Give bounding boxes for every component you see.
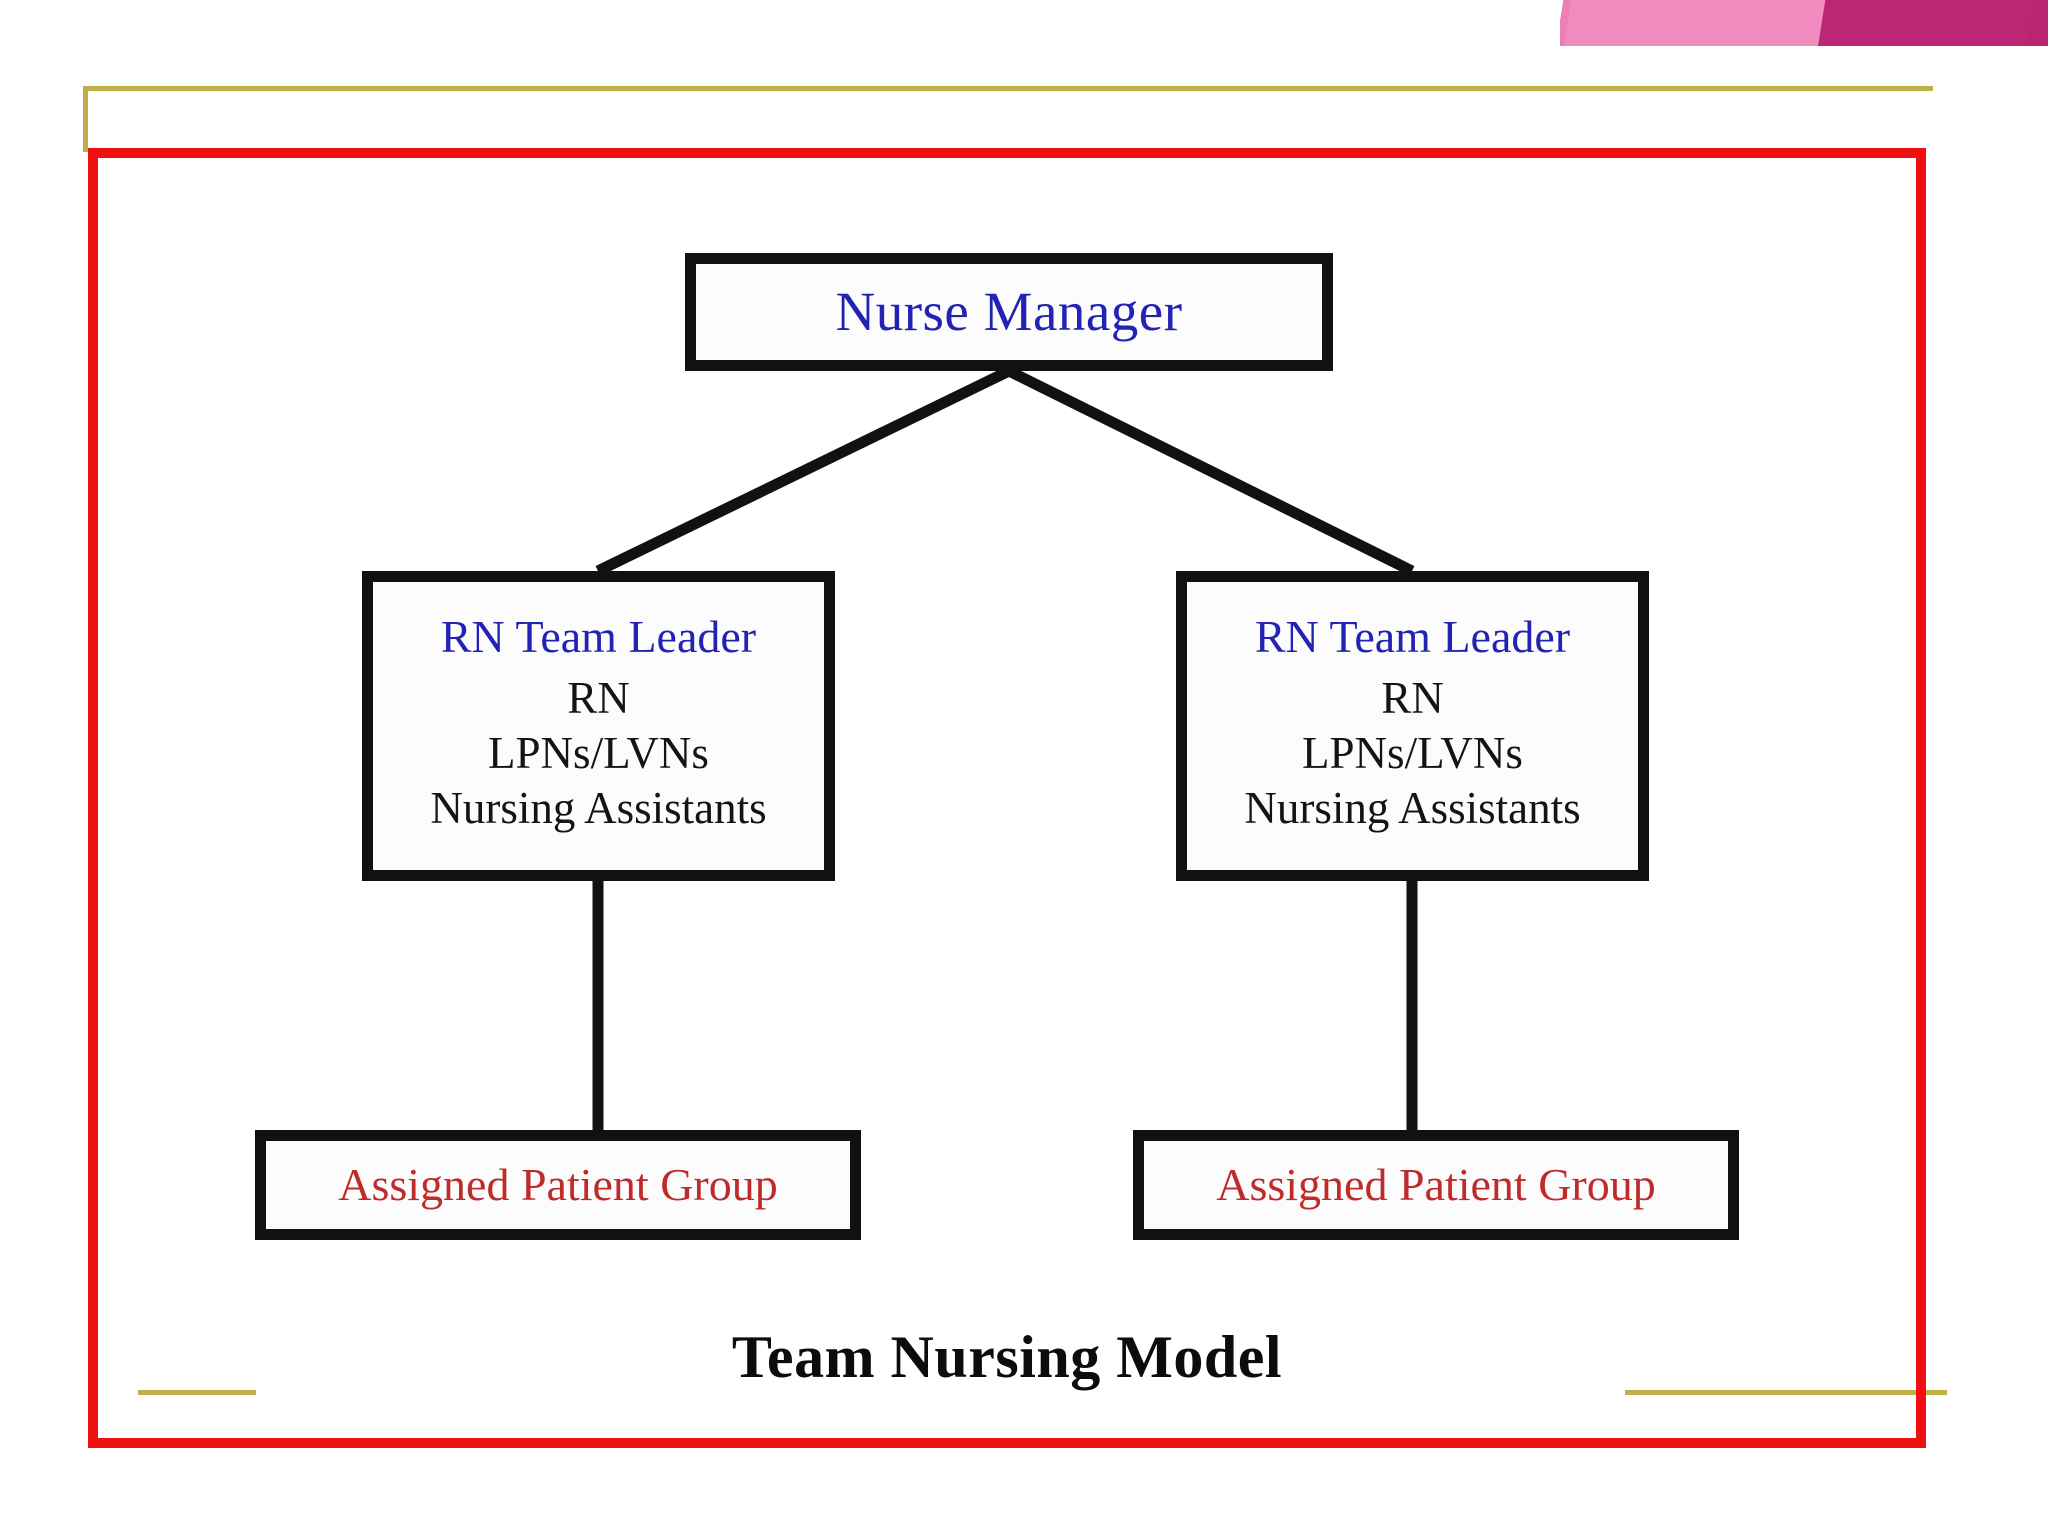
node-assigned-patient-group-right[interactable]: Assigned Patient Group — [1133, 1130, 1739, 1240]
org-chart-diagram: Nurse Manager RN Team Leader RN LPNs/LVN… — [98, 158, 1916, 1438]
team-member-lpns-lvns-right: LPNs/LVNs — [1302, 728, 1523, 779]
node-nurse-manager[interactable]: Nurse Manager — [685, 253, 1333, 371]
banner-dark-magenta-shape — [1817, 0, 2048, 46]
gold-accent-line-top — [83, 86, 1933, 91]
team-member-rn-right: RN — [1381, 673, 1444, 724]
assigned-patient-group-label-left: Assigned Patient Group — [338, 1158, 778, 1210]
node-rn-team-leader-left[interactable]: RN Team Leader RN LPNs/LVNs Nursing Assi… — [362, 571, 835, 881]
team-member-rn-left: RN — [567, 673, 630, 724]
rn-team-leader-label-left: RN Team Leader — [440, 611, 757, 662]
assigned-patient-group-label-right: Assigned Patient Group — [1216, 1158, 1656, 1210]
diagram-caption: Team Nursing Model — [731, 1324, 1283, 1390]
nurse-manager-label: Nurse Manager — [835, 280, 1183, 342]
team-member-lpns-lvns-left: LPNs/LVNs — [488, 728, 709, 779]
banner-dark-edge-shape — [2025, 0, 2048, 46]
decorative-banner — [1560, 0, 2048, 46]
node-assigned-patient-group-left[interactable]: Assigned Patient Group — [255, 1130, 861, 1240]
connector-manager-to-right-team — [1006, 366, 1415, 576]
connector-manager-to-left-team — [595, 366, 1012, 576]
team-member-nursing-assistants-right: Nursing Assistants — [1244, 783, 1581, 834]
node-rn-team-leader-right[interactable]: RN Team Leader RN LPNs/LVNs Nursing Assi… — [1176, 571, 1649, 881]
banner-light-pink-shape — [1563, 0, 1845, 46]
gold-accent-line-left-stub — [83, 86, 88, 152]
rn-team-leader-label-right: RN Team Leader — [1254, 611, 1571, 662]
red-border-frame — [88, 148, 1926, 1448]
banner-light-edge-shape — [1560, 0, 1583, 46]
team-member-nursing-assistants-left: Nursing Assistants — [430, 783, 767, 834]
